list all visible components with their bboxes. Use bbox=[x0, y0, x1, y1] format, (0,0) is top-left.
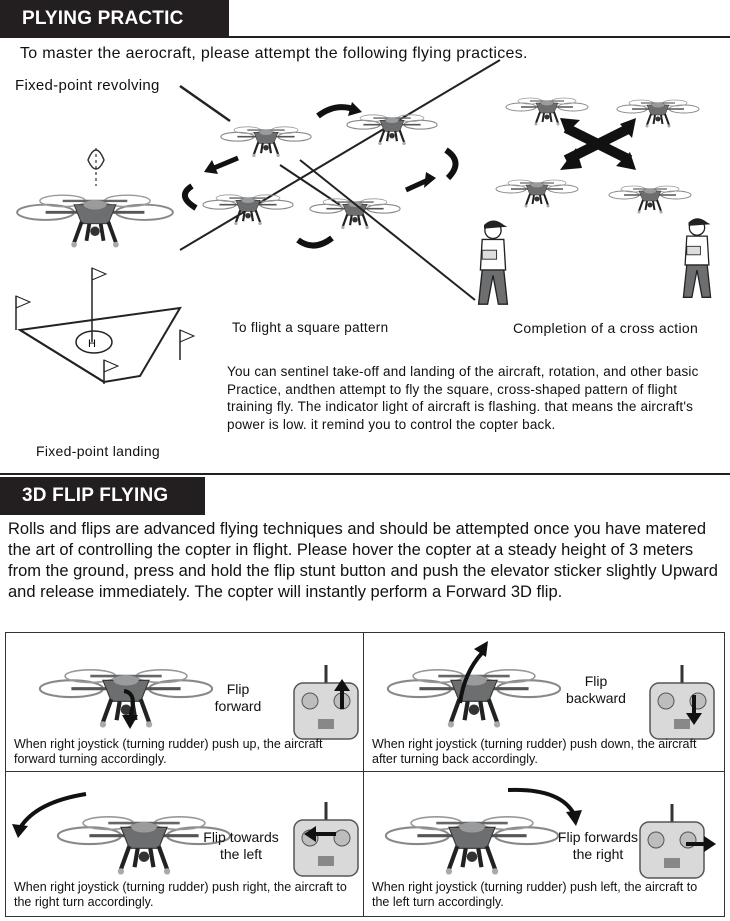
intro-text: To master the aerocraft, please attempt … bbox=[20, 45, 528, 62]
practice-description: You can sentinel take-off and landing of… bbox=[227, 364, 699, 432]
flip-caption: When right joystick (turning rudder) pus… bbox=[372, 737, 697, 766]
flip-intro: Rolls and flips are advanced flying tech… bbox=[8, 520, 718, 601]
flip-label: Flip forward bbox=[214, 681, 262, 714]
label-fixed-point-landing: Fixed-point landing bbox=[36, 443, 160, 459]
flip-cell-forward: Flip forward When right joystick (turnin… bbox=[5, 632, 365, 773]
flip-label: Flip forwards the right bbox=[557, 829, 639, 862]
flip-cell-right: Flip forwards the right When right joyst… bbox=[363, 771, 725, 917]
flip-cell-backward: Flip backward When right joystick (turni… bbox=[363, 632, 725, 773]
square-pattern bbox=[179, 59, 501, 251]
cross-pattern bbox=[495, 97, 700, 215]
flip-caption: When right joystick (turning rudder) pus… bbox=[14, 737, 323, 766]
label-cross-action: Completion of a cross action bbox=[513, 320, 699, 336]
section-title: PLYING PRACTIC bbox=[22, 8, 184, 29]
pilot-cross bbox=[682, 217, 712, 298]
flip-backward-illustration bbox=[364, 641, 716, 741]
flip-caption: When right joystick (turning rudder) pus… bbox=[14, 880, 347, 909]
section-banner-3d-flip: 3D FLIP FLYING bbox=[0, 477, 205, 515]
landing-pad: H bbox=[15, 267, 196, 384]
practice-illustration: H bbox=[15, 59, 712, 384]
flip-forward-illustration bbox=[6, 663, 360, 741]
leader-line bbox=[179, 84, 231, 123]
section-banner-flying-practice: PLYING PRACTIC bbox=[0, 0, 229, 38]
flip-left-illustration bbox=[12, 792, 360, 878]
label-fixed-point-revolving: Fixed-point revolving bbox=[15, 77, 160, 94]
flip-label: Flip towards the left bbox=[203, 829, 279, 862]
divider bbox=[229, 36, 730, 38]
flip-label: Flip backward bbox=[566, 673, 626, 706]
flip-cell-left: Flip towards the left When right joystic… bbox=[5, 771, 365, 917]
revolving-drone bbox=[15, 148, 175, 250]
helipad-mark: H bbox=[88, 338, 96, 350]
flip-caption: When right joystick (turning rudder) pus… bbox=[372, 880, 698, 909]
label-square-pattern: To flight a square pattern bbox=[232, 320, 389, 335]
flip-right-illustration bbox=[364, 787, 716, 880]
pilot-square bbox=[299, 159, 509, 305]
section-title: 3D FLIP FLYING bbox=[22, 485, 169, 506]
divider bbox=[0, 473, 730, 475]
